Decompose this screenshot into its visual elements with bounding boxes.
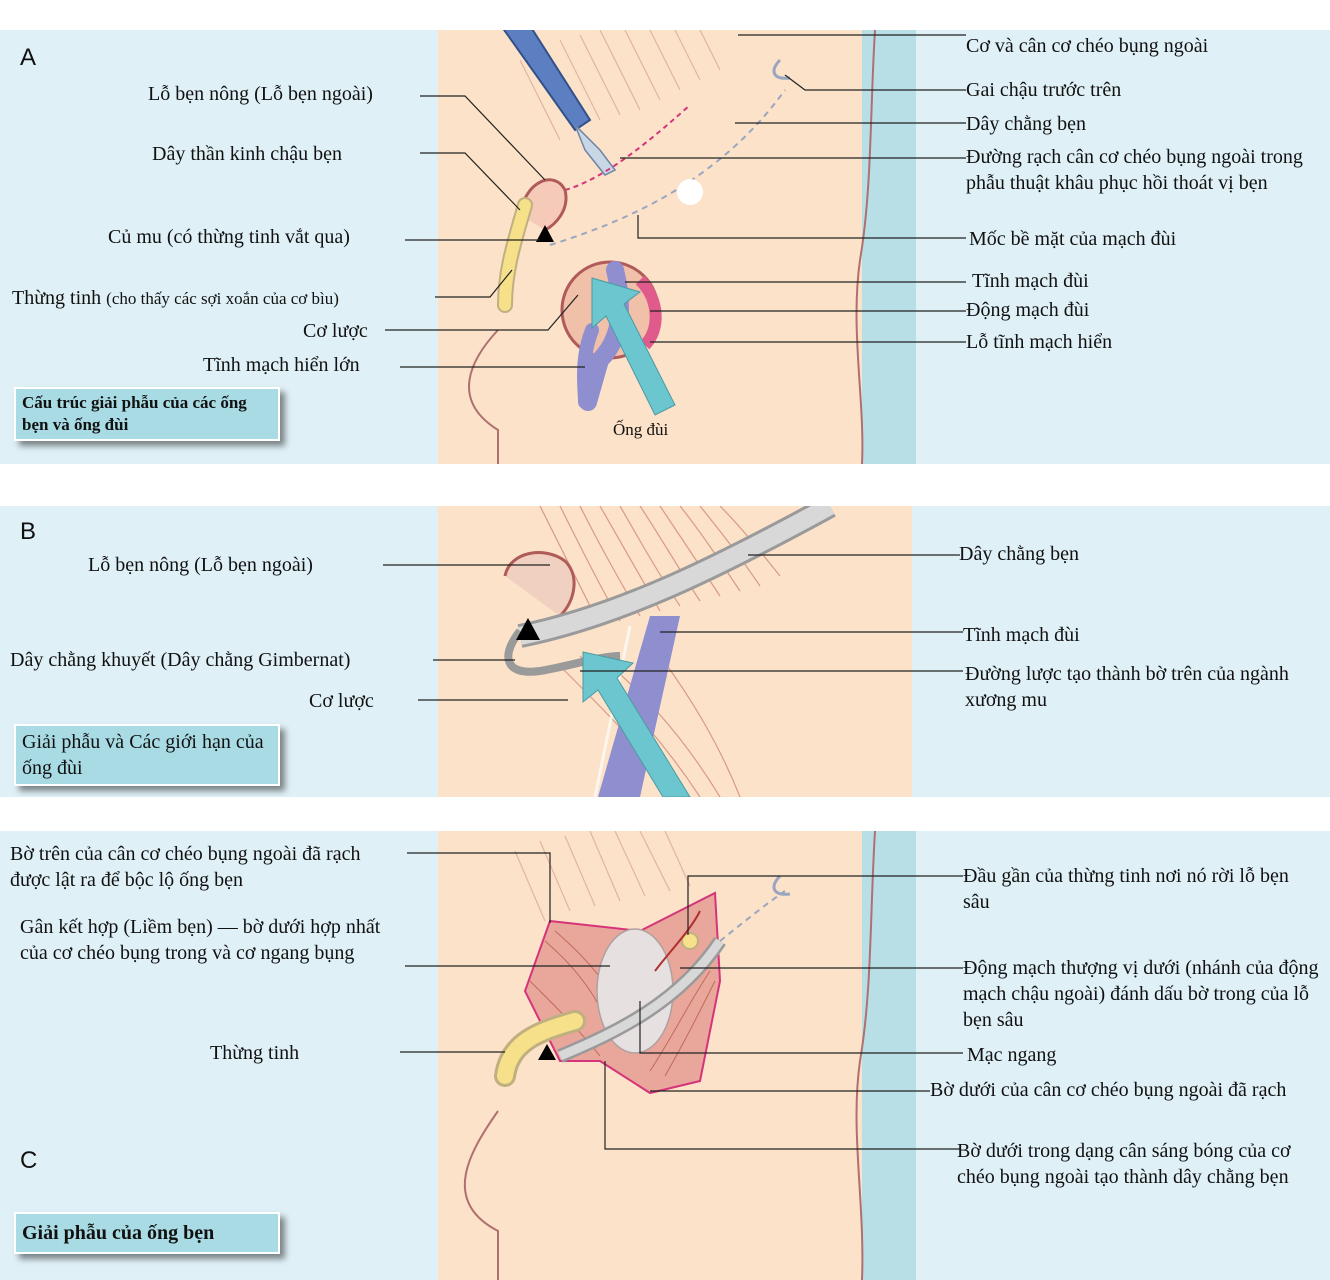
panel-letter-c: C <box>20 1147 38 1174</box>
label-incision: Đường rạch cân cơ chéo bụng ngoài trong … <box>966 146 1303 194</box>
label-ilioinguinal-nerve: Dây thần kinh chậu bẹn <box>152 143 342 165</box>
anatomy-illustration-c <box>400 831 963 1280</box>
panel-a: A Cơ và cân cơ chéo bụng ngoài Gai chậu … <box>0 30 1330 464</box>
label-pectineus: Cơ lược <box>303 320 368 342</box>
label-spermatic-cord: Thừng tinh (cho thấy các sợi xoắn của cơ… <box>12 285 339 312</box>
scalpel <box>502 30 617 176</box>
label-femoral-landmark: Mốc bề mặt của mạch đùi <box>969 228 1177 250</box>
label-femoral-artery: Động mạch đùi <box>966 299 1090 321</box>
deep-ring-cord <box>681 932 699 950</box>
label-femoral-canal: Ống đùi <box>613 420 669 439</box>
caption-a: Cấu trúc giải phẫu của các ống bẹn và ốn… <box>14 387 280 441</box>
pubic-tubercle-mark-c <box>538 1044 556 1060</box>
body-outline-c <box>855 831 876 1280</box>
label-inguinal-ligament: Dây chằng bẹn <box>966 113 1086 135</box>
label-great-saphenous: Tĩnh mạch hiển lớn <box>203 354 360 376</box>
label-pectineus-b: Cơ lược <box>309 690 374 712</box>
label-upper-flap: Bờ trên của cân cơ chéo bụng ngoài đã rạ… <box>10 843 361 891</box>
leader-lines-a <box>385 34 966 368</box>
label-superficial-ring: Lỗ bẹn nông (Lỗ bẹn ngoài) <box>148 83 373 105</box>
caption-c: Giải phẫu của ống bẹn <box>14 1212 280 1254</box>
leader-lines-c <box>400 852 963 1150</box>
label-spermatic-cord-main: Thừng tinh <box>12 287 102 309</box>
panel-c: Bờ trên của cân cơ chéo bụng ngoài đã rạ… <box>0 831 1330 1280</box>
label-saphenous-opening: Lỗ tĩnh mạch hiển <box>966 331 1113 353</box>
anatomy-illustration-a <box>385 30 966 464</box>
superficial-ring-b <box>503 551 576 618</box>
panel-b: B Lỗ bẹn nông (Lỗ bẹn ngoài) Dây chằng k… <box>0 506 1330 797</box>
inferior-epigastric-artery <box>654 910 701 972</box>
thigh-outline-c <box>463 1110 499 1280</box>
label-femoral-vein-b: Tĩnh mạch đùi <box>963 624 1080 646</box>
label-pectineal-line: Đường lược tạo thành bờ trên của ngành x… <box>965 663 1289 711</box>
label-lower-edge: Bờ dưới của cân cơ chéo bụng ngoài đã rạ… <box>930 1079 1287 1101</box>
incision-line <box>564 104 691 191</box>
femoral-canal-arrow-b <box>582 651 691 797</box>
asis-mark-c <box>772 874 791 896</box>
leader-lines-b <box>383 554 963 701</box>
superficial-ring-shape <box>518 178 568 232</box>
muscle-fibers-b <box>539 506 781 627</box>
label-external-oblique: Cơ và cân cơ chéo bụng ngoài <box>966 35 1209 57</box>
femoral-canal-arrow <box>591 277 676 416</box>
label-spermatic-cord-c: Thừng tinh <box>210 1042 300 1064</box>
pubic-tubercle-mark-b <box>516 618 540 640</box>
label-cord-origin: Đầu gần của thừng tinh nơi nó rời lỗ bẹn… <box>963 865 1289 913</box>
asis-mark <box>772 58 791 80</box>
label-inguinal-ligament-b: Dây chằng bẹn <box>959 543 1079 565</box>
label-superficial-ring-b: Lỗ bẹn nông (Lỗ bẹn ngoài) <box>88 554 313 576</box>
external-oblique-fibers-c <box>514 831 691 922</box>
label-femoral-vein: Tĩnh mạch đùi <box>972 270 1089 292</box>
body-outline <box>855 30 876 464</box>
thigh-outline <box>468 329 499 464</box>
femoral-vein-b <box>598 616 680 797</box>
pubic-tubercle-mark <box>536 225 554 242</box>
panel-letter-a: A <box>20 44 37 71</box>
label-lacunar-ligament: Dây chằng khuyết (Dây chằng Gimbernat) <box>10 649 351 671</box>
label-shelving-edge: Bờ dưới trong dạng cân sáng bóng của cơ … <box>957 1140 1291 1188</box>
caption-b: Giải phẫu và Các giới hạn của ống đùi <box>14 724 280 786</box>
anatomy-illustration-b <box>383 506 963 797</box>
label-conjoint-tendon: Gân kết hợp (Liềm bẹn) — bờ dưới hợp nhấ… <box>20 916 381 964</box>
label-transversalis: Mạc ngang <box>967 1044 1057 1066</box>
surface-landmark-dot <box>677 179 703 205</box>
label-spermatic-cord-note: (cho thấy các sợi xoắn của cơ bìu) <box>106 289 339 308</box>
label-pubic-tubercle: Củ mu (có thừng tinh vắt qua) <box>108 226 350 248</box>
label-asis: Gai chậu trước trên <box>966 79 1122 101</box>
femoral-artery <box>635 275 662 350</box>
label-inferior-epigastric: Động mạch thượng vị dưới (nhánh của động… <box>963 957 1319 1031</box>
great-saphenous-vein <box>576 323 599 409</box>
panel-letter-b: B <box>20 518 37 545</box>
